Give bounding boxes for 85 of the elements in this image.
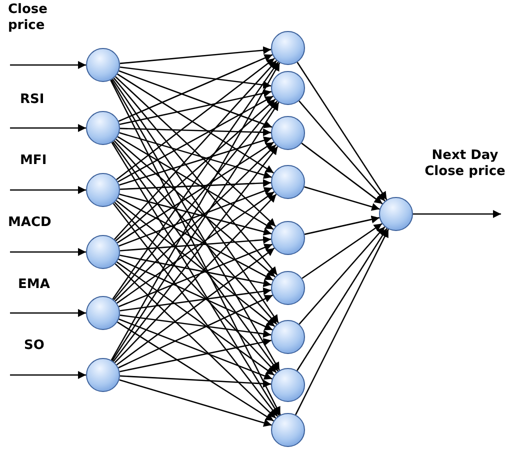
arrow bbox=[114, 76, 276, 227]
arrow bbox=[117, 322, 274, 422]
arrow bbox=[115, 98, 276, 242]
arrow bbox=[117, 74, 274, 174]
neuron-circle bbox=[271, 320, 305, 354]
neuron-circle bbox=[379, 197, 413, 231]
arrow bbox=[120, 179, 272, 190]
arrow bbox=[10, 309, 86, 317]
arrow bbox=[118, 258, 273, 330]
arrow bbox=[295, 228, 389, 416]
arrow bbox=[120, 66, 272, 89]
arrow bbox=[119, 379, 272, 427]
arrow bbox=[120, 375, 272, 388]
arrow bbox=[120, 287, 272, 312]
arrow bbox=[10, 371, 86, 379]
arrow bbox=[118, 54, 273, 122]
arrow bbox=[116, 58, 275, 180]
arrow bbox=[296, 62, 388, 200]
neuron-circle bbox=[271, 271, 305, 305]
neuron-circle bbox=[86, 296, 120, 330]
arrow bbox=[304, 186, 380, 211]
neuron-circle bbox=[271, 116, 305, 150]
arrow bbox=[301, 142, 383, 204]
arrow bbox=[120, 128, 272, 136]
arrow bbox=[112, 78, 279, 324]
arrow bbox=[118, 318, 272, 380]
neuron-circle bbox=[86, 358, 120, 392]
arrow bbox=[116, 248, 275, 366]
arrow bbox=[302, 223, 382, 279]
arrow bbox=[118, 244, 272, 308]
arrow bbox=[413, 210, 501, 218]
input-label: Close price bbox=[8, 2, 48, 34]
output-label: Next Day Close price bbox=[424, 148, 506, 180]
neuron-circle bbox=[86, 173, 120, 207]
arrow bbox=[116, 191, 274, 304]
arrow bbox=[118, 70, 272, 128]
neuron-circle bbox=[271, 71, 305, 105]
arrow bbox=[120, 314, 272, 338]
arrow bbox=[10, 186, 86, 194]
arrow bbox=[119, 132, 272, 179]
arrow bbox=[118, 294, 273, 368]
arrow bbox=[116, 142, 274, 244]
arrow bbox=[10, 124, 86, 132]
arrow bbox=[114, 140, 278, 325]
arrow bbox=[10, 61, 86, 69]
arrow bbox=[115, 138, 276, 278]
neuron-circle bbox=[271, 221, 305, 255]
arrow bbox=[120, 236, 272, 252]
arrow bbox=[117, 136, 274, 230]
input-label: SO bbox=[24, 338, 44, 354]
arrow bbox=[113, 78, 278, 276]
arrow bbox=[111, 142, 280, 416]
arrow bbox=[304, 216, 380, 235]
arrow bbox=[298, 100, 386, 202]
arrow bbox=[118, 187, 272, 247]
arrow bbox=[116, 261, 275, 376]
arrow bbox=[119, 136, 272, 186]
arrow bbox=[298, 226, 386, 325]
neuron-circle bbox=[86, 48, 120, 82]
arrow bbox=[112, 203, 278, 417]
neuron-circle bbox=[271, 31, 305, 65]
arrow bbox=[10, 248, 86, 256]
arrow bbox=[120, 46, 272, 64]
arrow bbox=[114, 60, 278, 240]
neuron-circle bbox=[86, 111, 120, 145]
neuron-circle bbox=[271, 165, 305, 199]
arrow bbox=[118, 96, 274, 182]
arrow bbox=[118, 197, 274, 281]
input-label: EMA bbox=[18, 277, 50, 293]
arrow bbox=[114, 263, 276, 419]
arrow bbox=[120, 254, 272, 288]
neuron-circle bbox=[271, 413, 305, 447]
arrow bbox=[120, 338, 272, 372]
arrow bbox=[116, 200, 276, 327]
input-label: MACD bbox=[8, 215, 52, 231]
arrow bbox=[112, 62, 279, 300]
arrow bbox=[119, 194, 272, 236]
neuron-circle bbox=[86, 235, 120, 269]
input-label: MFI bbox=[20, 153, 47, 169]
arrow bbox=[113, 100, 278, 300]
input-label: RSI bbox=[20, 92, 44, 108]
arrow bbox=[296, 228, 388, 371]
arrow bbox=[114, 144, 276, 302]
neuron-circle bbox=[271, 368, 305, 402]
arrow bbox=[119, 89, 272, 126]
